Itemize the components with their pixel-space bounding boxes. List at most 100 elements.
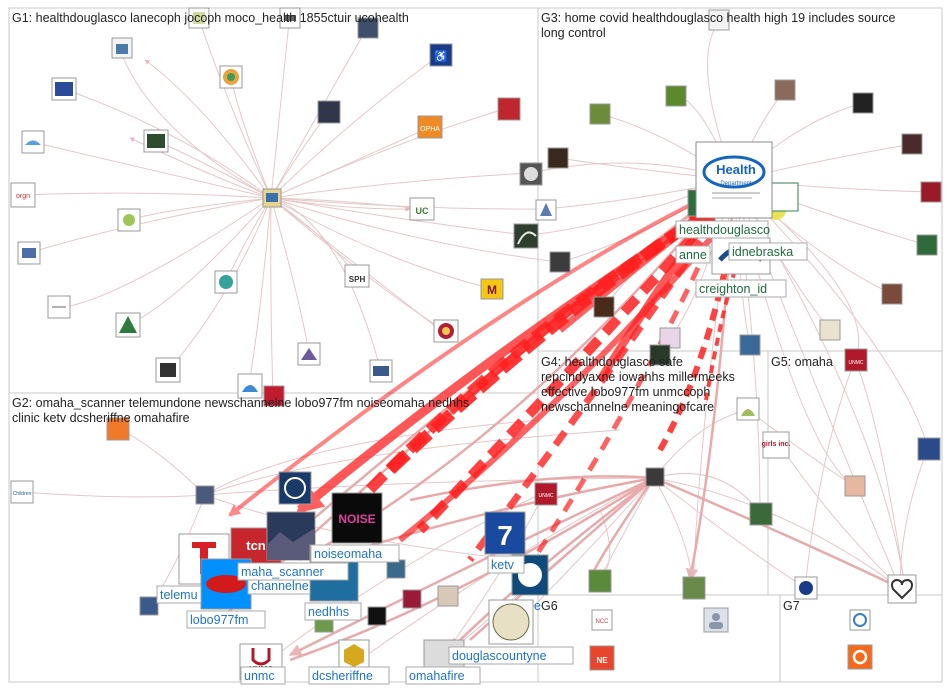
node-girls-inc-text: girls inc.	[762, 441, 791, 448]
node-uc[interactable]	[409, 197, 435, 221]
node-g7-b[interactable]	[847, 644, 873, 670]
node-g1-r[interactable]	[549, 251, 571, 273]
node-noiseomaha[interactable]	[331, 492, 383, 544]
node-g1-c[interactable]	[357, 17, 379, 39]
label-omaha-scanner[interactable]: maha_scanner	[241, 565, 324, 579]
group-label-g1: G1: healthdouglasco lanecoph jocoph moco…	[12, 11, 409, 25]
node-g4-a[interactable]	[645, 467, 665, 487]
group-label-g7: G7	[783, 599, 800, 613]
label-lobo977fm[interactable]: lobo977fm	[190, 613, 248, 627]
node-g1-o-icon	[540, 203, 552, 216]
node-g1-y-icon	[160, 363, 176, 377]
node-unmccoph[interactable]	[534, 482, 558, 506]
sheriff-badge-icon	[344, 644, 364, 667]
label-unmc[interactable]: unmc	[244, 669, 275, 683]
health-dept-logo-text: Health	[716, 162, 756, 177]
node-jocoph-icon	[193, 12, 205, 24]
node-opha[interactable]	[417, 115, 443, 139]
node-g1-m-icon: orgn	[16, 193, 30, 200]
node-g2-e-icon	[284, 477, 306, 499]
node-g3-f[interactable]	[901, 133, 923, 155]
node-g5-a[interactable]	[917, 437, 941, 461]
node-g4-d[interactable]	[682, 576, 706, 600]
node-g3-n[interactable]	[593, 296, 615, 318]
node-g1-l-icon	[524, 167, 538, 181]
node-ketv-text: 7	[497, 520, 513, 551]
node-g1-i[interactable]	[317, 100, 341, 124]
node-girls-inc[interactable]	[762, 431, 790, 459]
node-g1-h[interactable]	[497, 97, 521, 121]
node-g1-e[interactable]	[429, 43, 453, 67]
node-g3-h[interactable]	[920, 181, 942, 203]
node-g2-h[interactable]	[437, 585, 459, 607]
node-g1-bb[interactable]	[263, 385, 285, 407]
node-g2-c[interactable]	[195, 485, 215, 505]
node-g3-cluster-c[interactable]	[769, 182, 799, 212]
node-g1-m[interactable]	[10, 182, 36, 208]
node-g2-a[interactable]	[106, 417, 130, 441]
node-g2-f[interactable]	[367, 606, 387, 626]
label-ketv[interactable]: ketv	[491, 558, 515, 572]
node-g4-c[interactable]	[588, 569, 612, 593]
node-g3-g[interactable]	[547, 147, 569, 169]
node-omaha-unmc[interactable]	[844, 348, 868, 372]
node-g7-a[interactable]	[849, 609, 871, 631]
node-g7-a-icon	[853, 613, 867, 627]
node-g6-c-icon: NE	[596, 656, 608, 665]
node-g1-g-icon	[55, 82, 73, 96]
node-g3-e[interactable]	[589, 103, 611, 125]
label-douglascountyne[interactable]: douglascountyne	[452, 649, 547, 663]
label-healthdouglasco[interactable]: healthdouglasco	[679, 223, 770, 237]
group-label-g6: G6	[541, 599, 558, 613]
g5-nodes: UNMC girls inc.	[762, 348, 941, 604]
node-g1-q-icon	[22, 248, 36, 258]
node-ketv[interactable]	[484, 511, 526, 555]
node-g3-l[interactable]	[739, 334, 761, 356]
node-sph[interactable]	[344, 264, 370, 288]
label-g6-partial[interactable]: e	[534, 599, 541, 613]
person-icon	[712, 613, 720, 621]
node-g6-a[interactable]	[591, 609, 613, 631]
node-g1-s-icon	[219, 275, 233, 289]
node-g2-g[interactable]	[402, 589, 422, 609]
label-telemundone[interactable]: telemu	[160, 588, 198, 602]
node-labels: healthdouglasco anne idnebraska creighto…	[156, 220, 808, 685]
node-g1-d-icon	[116, 44, 128, 54]
node-g2-e[interactable]	[278, 471, 312, 505]
node-moco-icon	[284, 15, 296, 21]
label-newschannelne[interactable]: channelne	[251, 579, 309, 593]
node-g1-aa-icon	[242, 385, 258, 392]
node-g3-j[interactable]	[881, 283, 903, 305]
node-g1-p[interactable]	[513, 223, 539, 249]
telemundo-logo-icon	[192, 542, 216, 574]
node-g1-t[interactable]	[480, 278, 504, 300]
group-label-g3: G3: home covid healthdouglasco health hi…	[541, 11, 895, 40]
group-box-g5	[767, 350, 943, 596]
label-noiseomaha[interactable]: noiseomaha	[314, 547, 382, 561]
node-g6-c[interactable]	[589, 645, 615, 671]
node-g3-k[interactable]	[819, 319, 841, 341]
node-g2-d[interactable]	[139, 596, 159, 616]
node-g3-i[interactable]	[916, 234, 938, 256]
label-creighton-id[interactable]: creighton_id	[699, 282, 767, 296]
node-opha-text: OPHA	[420, 126, 440, 133]
node-omaha-unmc-text: UNMC	[849, 360, 864, 366]
label-dcsheriffne[interactable]: dcsheriffne	[312, 669, 373, 683]
node-g3-a[interactable]	[708, 9, 730, 31]
node-g3-d[interactable]	[852, 92, 874, 114]
node-g1-x-icon	[301, 348, 317, 360]
node-g3-o[interactable]	[649, 344, 671, 366]
group-box-g7	[779, 594, 943, 683]
node-g5-b[interactable]	[844, 475, 866, 497]
node-g1-t-icon: M	[487, 283, 497, 297]
node-g4-b[interactable]	[749, 502, 773, 526]
label-idnebraska[interactable]: idnebraska	[732, 245, 793, 259]
label-omahafire[interactable]: omahafire	[409, 669, 465, 683]
node-g2-i[interactable]	[386, 559, 406, 579]
label-anne[interactable]: anne	[679, 248, 707, 262]
node-g3-b[interactable]	[665, 85, 687, 107]
group-label-g2: G2: omaha_scanner telemundone newschanne…	[12, 396, 469, 425]
node-g2-b[interactable]	[10, 480, 34, 504]
node-g3-c[interactable]	[774, 79, 796, 101]
label-nedhhs[interactable]: nedhhs	[308, 605, 349, 619]
